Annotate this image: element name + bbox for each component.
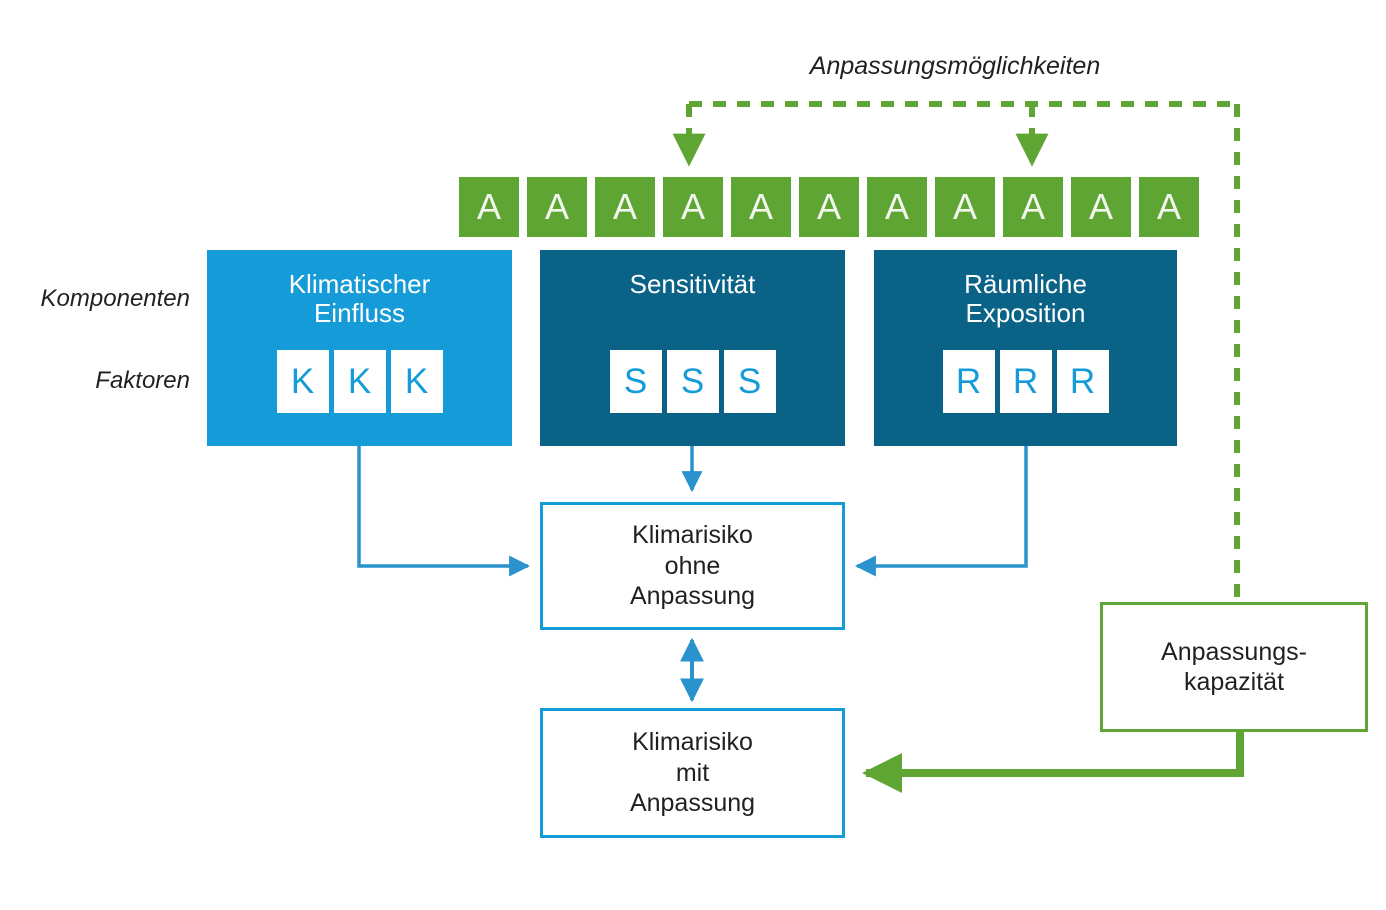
- adaptation-chip[interactable]: A: [867, 177, 927, 237]
- adaptation-chip[interactable]: A: [935, 177, 995, 237]
- component-title: Räumliche Exposition: [964, 269, 1087, 329]
- adaptation-options-caption: Anpassungsmöglichkeiten: [809, 52, 1101, 80]
- factor-chip[interactable]: R: [999, 350, 1052, 413]
- component-title: Sensitivität: [629, 269, 756, 299]
- component-title: Klimatischer Einfluss: [288, 269, 431, 329]
- factor-row: K K K: [207, 350, 512, 413]
- factor-chip[interactable]: S: [723, 350, 776, 413]
- factor-chip[interactable]: S: [666, 350, 719, 413]
- component-climatic-influence[interactable]: Klimatischer Einfluss K K K: [207, 250, 512, 446]
- adaptation-chip[interactable]: A: [663, 177, 723, 237]
- adaptation-chip[interactable]: A: [799, 177, 859, 237]
- factor-row: S S S: [540, 350, 845, 413]
- factor-row: R R R: [874, 350, 1177, 413]
- adaptation-chip[interactable]: A: [1071, 177, 1131, 237]
- row-label-factors: Faktoren: [95, 367, 190, 394]
- adaptation-chip[interactable]: A: [731, 177, 791, 237]
- component-sensitivity[interactable]: Sensitivität S S S: [540, 250, 845, 446]
- row-label-components: Komponenten: [40, 285, 190, 312]
- factor-chip[interactable]: R: [1056, 350, 1109, 413]
- box-adaptive-capacity[interactable]: Anpassungs- kapazität: [1100, 602, 1368, 732]
- box-risk-without-adaptation[interactable]: Klimarisiko ohne Anpassung: [540, 502, 845, 630]
- adaptation-chip[interactable]: A: [527, 177, 587, 237]
- box-risk-with-adaptation[interactable]: Klimarisiko mit Anpassung: [540, 708, 845, 838]
- factor-chip[interactable]: R: [942, 350, 995, 413]
- arrow-capacity-to-risk-with: [862, 732, 1244, 793]
- adaptation-chip[interactable]: A: [595, 177, 655, 237]
- adaptation-chip[interactable]: A: [1139, 177, 1199, 237]
- factor-chip[interactable]: K: [390, 350, 443, 413]
- component-spatial-exposure[interactable]: Räumliche Exposition R R R: [874, 250, 1177, 446]
- factor-chip[interactable]: S: [609, 350, 662, 413]
- factor-chip[interactable]: K: [333, 350, 386, 413]
- adaptation-chip-row: A A A A A A A A A A A: [459, 177, 1199, 237]
- arrow-exposure-to-risk: [854, 446, 1028, 577]
- arrow-climatic-to-risk: [357, 446, 531, 577]
- factor-chip[interactable]: K: [276, 350, 329, 413]
- adaptation-chip[interactable]: A: [1003, 177, 1063, 237]
- adaptation-chip[interactable]: A: [459, 177, 519, 237]
